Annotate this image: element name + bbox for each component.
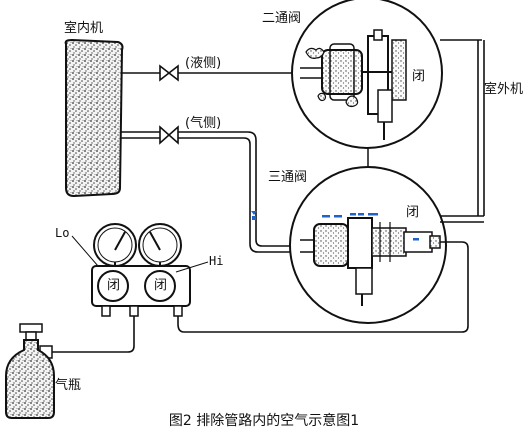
air-flow-marks xyxy=(251,211,257,220)
two-way-valve-circle xyxy=(291,0,443,149)
hi-knob-closed-label: 闭 xyxy=(154,278,168,293)
lo-label: Lo xyxy=(55,226,70,240)
charge-hose xyxy=(177,241,469,333)
gas-cylinder-label: 气瓶 xyxy=(55,378,82,393)
gas-line xyxy=(121,131,318,253)
gauge-manifold xyxy=(71,223,209,317)
three-way-valve-label: 三通阀 xyxy=(268,170,308,185)
lo-knob-closed-label: 闭 xyxy=(107,278,121,293)
liquid-valve-icon xyxy=(159,64,179,82)
hi-label: Hi xyxy=(209,254,224,268)
gas-side-label: (气侧) xyxy=(185,116,222,131)
gas-cylinder xyxy=(5,323,55,419)
liquid-side-label: (液侧) xyxy=(185,56,222,71)
cylinder-hose xyxy=(52,316,135,353)
indoor-unit xyxy=(64,38,124,198)
two-way-closed-label: 闭 xyxy=(412,69,426,84)
figure-caption: 图2 排除管路内的空气示意图1 xyxy=(168,413,360,429)
three-way-closed-label: 闭 xyxy=(406,205,420,220)
air-flow-dashes xyxy=(322,213,419,241)
three-way-valve-circle xyxy=(289,148,447,324)
indoor-unit-label: 室内机 xyxy=(64,21,104,36)
outdoor-unit-label: 室外机 xyxy=(484,82,524,97)
outdoor-unit-wall xyxy=(440,39,485,223)
two-way-valve-label: 二通阀 xyxy=(262,11,302,26)
gas-valve-icon xyxy=(159,125,179,145)
